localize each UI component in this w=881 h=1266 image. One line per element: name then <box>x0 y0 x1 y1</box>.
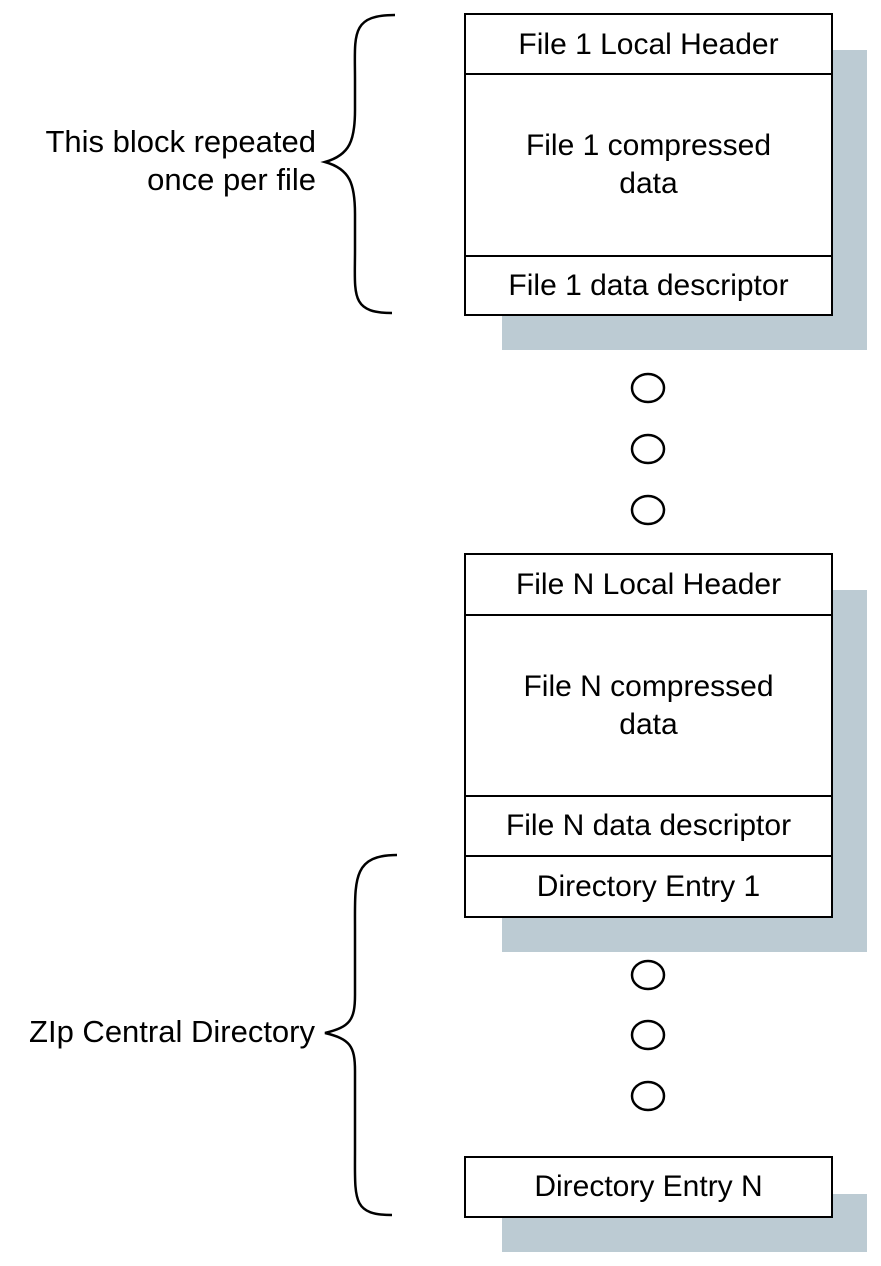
file-n-local-header-label: File N Local Header <box>515 567 782 601</box>
file-n-block: File N Local Header File N compressed da… <box>464 553 833 918</box>
file-n-compressed-data-label: File N compressed data <box>523 669 774 741</box>
central-directory-label: ZIp Central Directory <box>29 1014 315 1049</box>
ellipsis-circle-icon <box>630 1080 666 1112</box>
file-n-data-descriptor: File N data descriptor <box>466 795 831 855</box>
ellipsis-group-lower <box>630 959 666 1112</box>
file-n-local-header: File N Local Header <box>466 555 831 614</box>
file-n-compressed-data: File N compressed data <box>466 614 831 795</box>
directory-entry-n: Directory Entry N <box>464 1156 833 1218</box>
directory-entry-n-cell: Directory Entry N <box>466 1158 831 1216</box>
left-brace-icon <box>324 853 398 1217</box>
ellipsis-group-upper <box>630 372 666 526</box>
left-brace-icon <box>320 13 396 315</box>
file-1-compressed-data: File 1 compressed data <box>466 73 831 255</box>
directory-entry-n-label: Directory Entry N <box>534 1170 763 1203</box>
directory-entry-1: Directory Entry 1 <box>466 855 831 916</box>
ellipsis-circle-icon <box>630 494 666 526</box>
ellipsis-circle-icon <box>630 372 666 404</box>
file-1-local-header: File 1 Local Header <box>466 15 831 74</box>
ellipsis-circle-icon <box>630 433 666 465</box>
ellipsis-circle-icon <box>630 959 666 991</box>
file-n-data-descriptor-label: File N data descriptor <box>505 809 792 842</box>
repeated-block-label: This block repeated once per file <box>45 124 316 197</box>
file-1-block: File 1 Local Header File 1 compressed da… <box>464 13 833 316</box>
file-1-data-descriptor: File 1 data descriptor <box>466 255 831 314</box>
ellipsis-circle-icon <box>630 1019 666 1051</box>
file-1-compressed-data-label: File 1 compressed data <box>525 129 772 200</box>
file-1-local-header-label: File 1 Local Header <box>518 27 779 61</box>
directory-entry-1-label: Directory Entry 1 <box>536 869 761 903</box>
file-1-data-descriptor-label: File 1 data descriptor <box>508 268 789 302</box>
